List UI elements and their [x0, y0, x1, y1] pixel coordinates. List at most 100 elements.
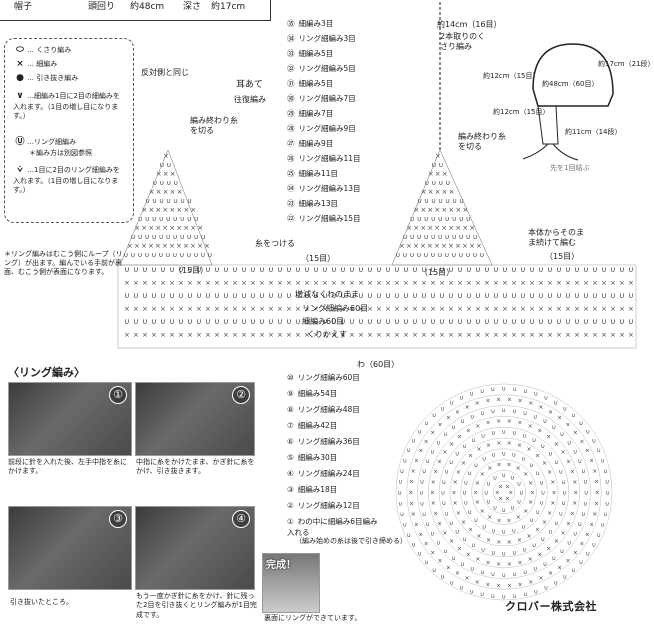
depth-value: 約17cm	[211, 2, 246, 12]
round-number-text: ㉖	[287, 154, 295, 163]
round-number-text: ㉔	[287, 184, 295, 193]
ring-stitch-icon: ∪	[367, 265, 373, 274]
sc-stitch-icon: ×	[518, 398, 523, 405]
ring-stitch-icon: ∪	[539, 479, 543, 486]
ring-stitch-icon: ∪	[460, 561, 464, 568]
sc-stitch-icon: ×	[485, 398, 490, 405]
sc-stitch-icon: ×	[547, 510, 552, 517]
ring-stitch-icon: ∪	[449, 520, 453, 527]
sc-stitch-icon: ×	[349, 279, 355, 287]
sc-stitch-icon: ×	[557, 415, 562, 422]
sc-stitch-icon: ×	[527, 533, 532, 540]
sc-stitch-icon: ×	[394, 331, 400, 339]
ring-stitch-icon: ∪	[533, 566, 537, 573]
ring-stitch-icon: ∪	[268, 291, 274, 300]
round-label: リング細編み15目	[298, 214, 361, 223]
sc-stitch-icon: ×	[475, 423, 480, 430]
ring-stitch-icon: ∪	[142, 317, 148, 326]
ring-stitch-icon: ∪	[232, 291, 238, 300]
ring-stitch-icon: ∪	[295, 291, 301, 300]
ring-stitch-icon: ∪	[543, 561, 547, 568]
ring-stitch-icon: ∪	[367, 291, 373, 300]
ring-stitch-icon: ∪	[457, 317, 463, 326]
ring-stitch-icon: ∪	[592, 542, 596, 549]
sc-stitch-icon: ×	[414, 458, 419, 465]
ring-note: ＊リング編みはむこう側にループ（リング）が出ます。編んでいる手前が裏面、むこう側…	[4, 250, 123, 276]
ring-stitch-icon: ∪	[152, 197, 157, 205]
ring-stitch-icon: ∪	[145, 197, 150, 205]
sc-stitch-icon: ×	[507, 440, 512, 447]
sc-stitch-icon: ×	[124, 331, 130, 339]
sc-stitch-icon: ×	[484, 305, 490, 313]
round-number-text: ⑤	[287, 453, 294, 462]
sc-stitch-icon: ×	[446, 564, 451, 571]
sc-stitch-icon: ×	[169, 224, 175, 232]
ring-stitch-icon: ∪	[133, 265, 139, 274]
sc-stitch-icon: ×	[508, 490, 513, 497]
ring-stitch-icon: ∪	[173, 233, 178, 241]
legend-ring: Ⓤ…リング細編み	[13, 137, 76, 149]
ring-stitch-icon: ∪	[421, 317, 427, 326]
sc-stitch-icon: ×	[507, 396, 512, 403]
sc-stitch-icon: ×	[579, 541, 584, 548]
ring-stitch-icon: ∪	[532, 437, 536, 444]
legend-inc-ring: ⩒…1目に2目のリング細編みを入れます。（1目の増し目になります。）	[13, 165, 120, 194]
sc-stitch-icon: ×	[376, 331, 382, 339]
ring-stitch-icon: ∪	[425, 458, 429, 465]
sc-stitch-icon: ×	[424, 438, 429, 445]
ring-stitch-icon: ∪	[394, 265, 400, 274]
sc-stitch-icon: ×	[529, 331, 535, 339]
sc-stitch-icon: ×	[466, 279, 472, 287]
sc-stitch-icon: ×	[585, 448, 590, 455]
ring-stitch-icon: ∪	[412, 291, 418, 300]
sc-stitch-icon: ×	[437, 521, 442, 528]
sc-stitch-icon: ×	[241, 305, 247, 313]
ring-stitch-icon: ∪	[519, 490, 523, 497]
step-3-number: ③	[109, 510, 127, 528]
round-label: リング細編み36目	[297, 437, 360, 446]
sc-stitch-icon: ×	[134, 242, 140, 250]
count-15-c: （15目）	[420, 268, 455, 277]
sc-stitch-icon: ×	[441, 206, 447, 214]
sc-stitch-icon: ×	[176, 206, 182, 214]
ring-stitch-icon: ∪	[543, 418, 547, 425]
ring-stitch-icon: ∪	[158, 251, 163, 259]
ring-stitch-icon: ∪	[475, 317, 481, 326]
ring-stitch-icon: ∪	[172, 251, 177, 259]
dim-ear: 約11cm（14段）	[565, 128, 622, 136]
sc-stitch-icon: ×	[610, 331, 616, 339]
sc-stitch-icon: ×	[178, 279, 184, 287]
sc-stitch-icon: ×	[480, 508, 485, 515]
ring-stitch-icon: ∪	[565, 265, 571, 274]
body-rows: ∪∪∪∪∪∪∪∪∪∪∪∪∪∪∪∪∪∪∪∪∪∪∪∪∪∪∪∪∪∪∪∪∪∪∪∪∪∪∪∪…	[117, 264, 637, 349]
continue-label: 本体からそのまま続けて編む	[528, 228, 584, 247]
ring-stitch-icon: ∪	[459, 215, 464, 223]
sc-stitch-icon: ×	[453, 479, 458, 486]
sc-stitch-icon: ×	[124, 279, 130, 287]
sc-stitch-icon: ×	[406, 242, 412, 250]
sc-stitch-icon: ×	[466, 331, 472, 339]
ring-stitch-icon: ∪	[422, 511, 426, 518]
sc-stitch-icon: ×	[286, 305, 292, 313]
sc-stitch-icon: ×	[412, 331, 418, 339]
ring-stitch-icon: ∪	[123, 251, 128, 259]
sc-stitch-icon: ×	[435, 152, 441, 160]
done-photo: 完成！	[262, 553, 320, 613]
sc-stitch-icon: ×	[574, 279, 580, 287]
ring-stitch-icon: ∪	[223, 265, 229, 274]
sc-stitch-icon: ×	[548, 409, 553, 416]
sc-stitch-icon: ×	[496, 440, 501, 447]
ring-stitch-icon: ∪	[571, 412, 575, 419]
sc-stitch-icon: ×	[141, 206, 147, 214]
ring-stitch-icon: ∪	[376, 265, 382, 274]
no-change-label: 増減なくわのまま	[295, 290, 359, 299]
sc-stitch-icon: ×	[170, 188, 176, 196]
round-label: リング細編み24目	[297, 469, 360, 478]
sc-symbol-icon: ×	[16, 59, 24, 69]
sc-stitch-icon: ×	[465, 575, 470, 582]
ring-stitch-icon: ∪	[481, 547, 485, 554]
sc-stitch-icon: ×	[430, 549, 435, 556]
sc-stitch-icon: ×	[428, 188, 434, 196]
ring-stitch-icon: ∪	[480, 410, 484, 417]
ring-stitch-icon: ∪	[232, 317, 238, 326]
